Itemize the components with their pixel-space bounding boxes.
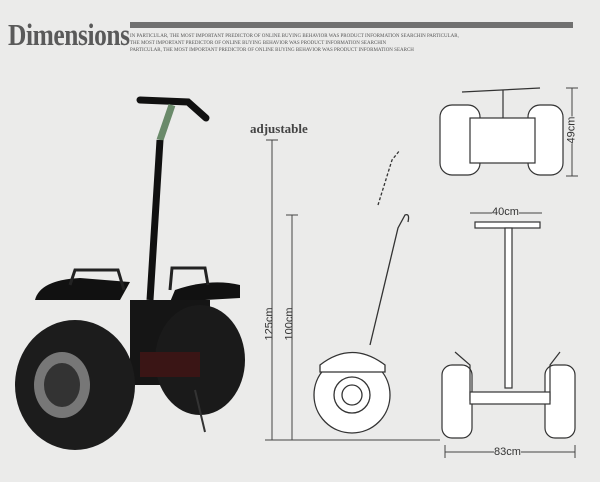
header-description: IN PARTICULAR, THE MOST IMPORTANT PREDIC… [130, 33, 459, 54]
side-view-drawing [313, 149, 410, 434]
handle-height-label: 100cm [283, 307, 296, 341]
description-line: THE MOST IMPORTANT PREDICTOR OF ONLINE B… [130, 41, 387, 46]
width-label: 83cm [494, 446, 521, 458]
top-view-drawing [439, 87, 564, 176]
adjustable-label: adjustable [250, 121, 308, 136]
front-view-drawing [441, 221, 576, 439]
page-title: Dimensions [8, 17, 130, 52]
depth-label: 49cm [565, 116, 578, 144]
handle-width-label: 40cm [492, 206, 519, 218]
description-line: PARTICULAR, THE MOST IMPORTANT PREDICTOR… [130, 48, 414, 53]
header-bar [130, 22, 573, 28]
scooter-photo [15, 96, 245, 450]
total-height-label: 125cm [263, 307, 276, 341]
description-line: IN PARTICULAR, THE MOST IMPORTANT PREDIC… [130, 34, 459, 39]
